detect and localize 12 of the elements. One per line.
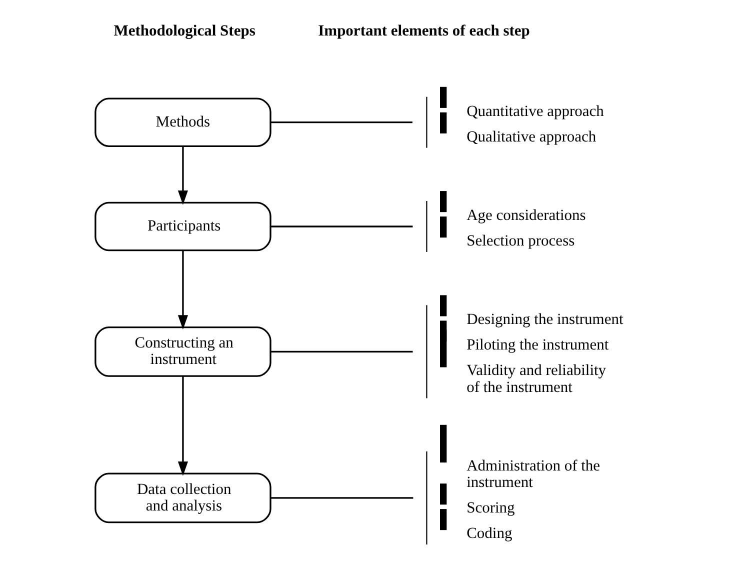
- node-label: Quantitative approach: [466, 102, 604, 120]
- label: Important elements of each step: [318, 22, 530, 40]
- node-label: Selection process: [466, 232, 575, 250]
- node-label: Administration of the instrument: [466, 457, 600, 492]
- node-label: Validity and reliability of the instrument: [466, 362, 606, 396]
- node-label: Coding: [466, 525, 512, 542]
- node-label: Scoring: [466, 500, 515, 517]
- node-label: Qualitative approach: [466, 128, 596, 146]
- label: Methodological Steps: [114, 22, 256, 40]
- node-label: Designing the instrument: [466, 311, 624, 328]
- node-label: Age considerations: [466, 207, 586, 224]
- node-label: Piloting the instrument: [466, 336, 609, 354]
